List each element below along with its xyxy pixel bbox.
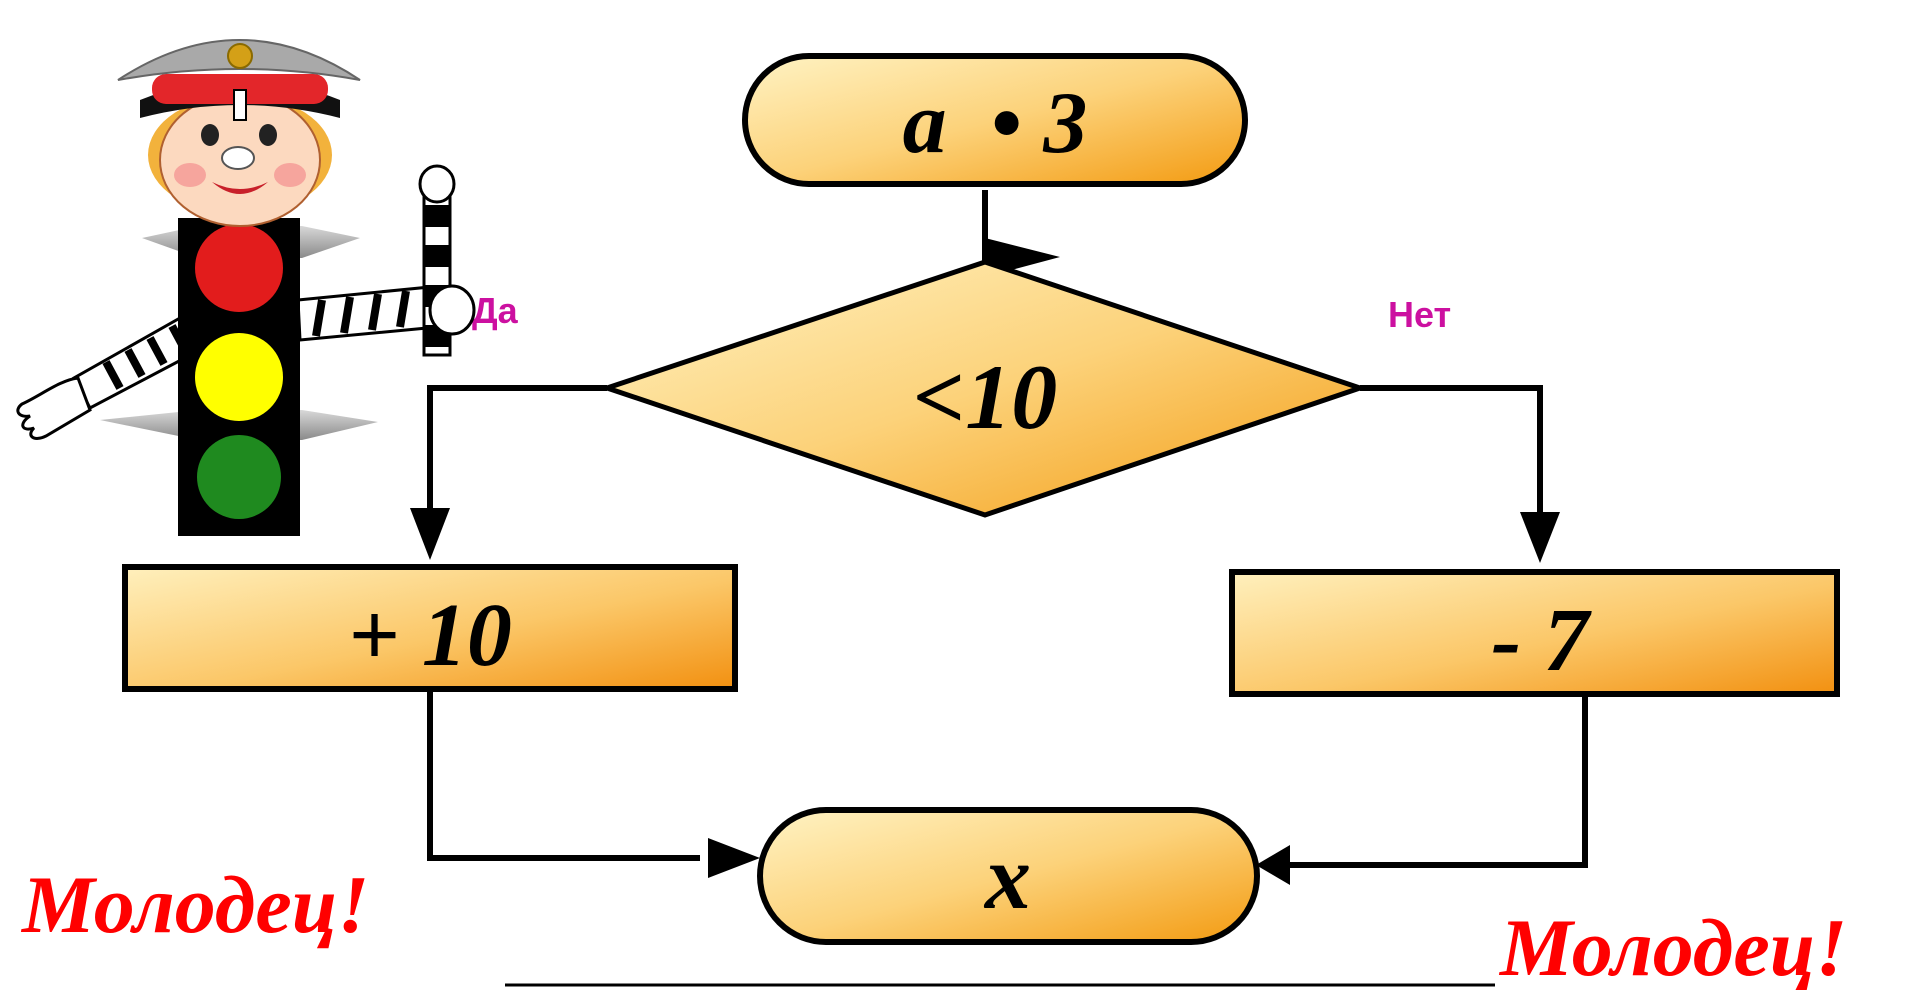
action-yes-node: + 10 bbox=[122, 564, 738, 692]
end-node: x bbox=[757, 807, 1260, 945]
praise-right: Молодец! bbox=[1498, 902, 1847, 990]
start-node: а • 3 bbox=[742, 53, 1248, 187]
action-no-label: - 7 bbox=[1491, 591, 1591, 690]
end-node-label: x bbox=[983, 826, 1031, 928]
connector-yes-to-end bbox=[427, 690, 700, 861]
red-light bbox=[195, 224, 283, 312]
inspector-head bbox=[117, 39, 361, 227]
branch-yes-label: Да bbox=[472, 290, 519, 331]
action-yes-label: + 10 bbox=[348, 586, 512, 685]
connectors bbox=[427, 190, 1588, 868]
decision-node: <10 bbox=[599, 259, 1368, 518]
connector-decision-no bbox=[1360, 385, 1543, 530]
yellow-light bbox=[195, 333, 283, 421]
action-no-node: - 7 bbox=[1229, 569, 1840, 697]
arrowhead-yes-down bbox=[410, 508, 450, 560]
traffic-light-inspector-icon bbox=[16, 39, 476, 536]
decision-node-label: <10 bbox=[913, 346, 1057, 448]
arrowhead-yes-right bbox=[708, 838, 760, 878]
connector-no-to-end bbox=[1290, 697, 1588, 868]
praise-left: Молодец! bbox=[20, 859, 369, 950]
arrowhead-no-down bbox=[1520, 512, 1560, 563]
branch-no-label: Нет bbox=[1388, 294, 1451, 335]
green-light bbox=[197, 435, 281, 519]
start-node-label: а • 3 bbox=[903, 75, 1088, 172]
right-arm bbox=[296, 164, 476, 357]
connector-decision-yes bbox=[427, 385, 607, 525]
arrowhead-no-left bbox=[1256, 845, 1290, 885]
